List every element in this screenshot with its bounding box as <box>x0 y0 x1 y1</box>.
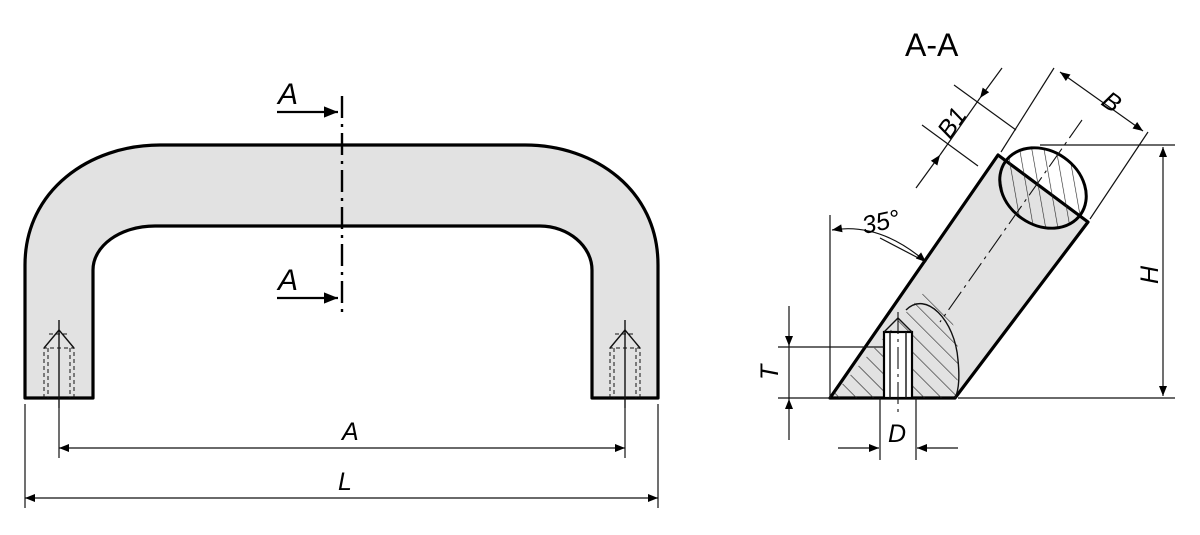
section-view: A-A B1 <box>756 27 1175 460</box>
section-marker-top: A <box>276 78 338 118</box>
section-marker-top-label: A <box>276 78 298 111</box>
section-title: A-A <box>905 27 959 63</box>
section-marker-bottom-label: A <box>276 264 298 297</box>
dimension-l-label: L <box>338 468 352 496</box>
dimension-angle-label: 35° <box>859 205 902 240</box>
front-view: A A A L <box>23 78 660 508</box>
dimension-a-label: A <box>340 418 359 446</box>
dimension-l: L <box>24 404 659 508</box>
right-thread-insert <box>609 320 641 408</box>
dimension-t-label: T <box>756 363 784 380</box>
dimension-b-label: B <box>1097 86 1127 119</box>
left-thread-insert <box>43 320 75 408</box>
thread-hole <box>882 312 914 412</box>
dimension-h-label: H <box>1136 265 1164 284</box>
dimension-d-label: D <box>888 420 906 448</box>
handle-body <box>23 143 660 400</box>
dimension-t: T <box>756 306 884 440</box>
section-axis-centerline <box>939 119 1083 323</box>
dimension-d: D <box>838 398 958 460</box>
dimension-h: H <box>958 144 1175 399</box>
dimension-a: A <box>58 408 626 458</box>
section-ellipse <box>998 146 1088 230</box>
section-marker-bottom: A <box>276 264 338 304</box>
